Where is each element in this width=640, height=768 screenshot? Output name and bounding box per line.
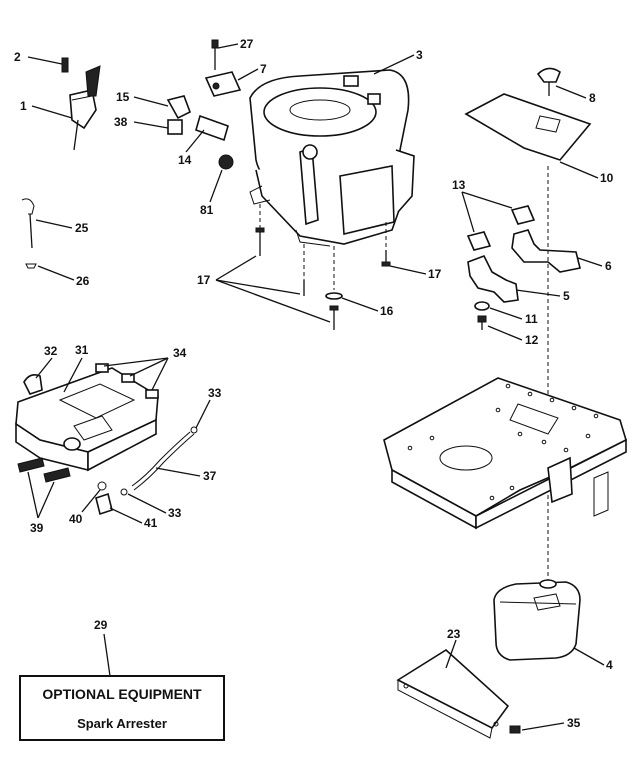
callout-11: 11 [525,312,538,326]
throttle-control-part [61,57,101,151]
optional-equipment-box [19,675,225,741]
fuel-elbow-part [166,95,234,170]
callout-33-bottom: 33 [168,506,182,520]
callout-34: 34 [173,346,187,360]
callout-6: 6 [605,259,612,273]
callout-10: 10 [600,171,614,185]
engine-part [249,69,415,247]
callout-37: 37 [203,469,217,483]
exhaust-pipes-part [466,205,581,330]
callout-31: 31 [75,343,89,357]
callout-38: 38 [114,115,128,129]
callout-35: 35 [567,716,581,730]
callout-13: 13 [452,178,466,192]
callout-16: 16 [380,304,394,318]
callout-29: 29 [94,618,108,632]
callout-41: 41 [144,516,158,530]
callout-7: 7 [260,62,267,76]
callout-17-left: 17 [197,273,211,287]
mounting-bolts-part [255,204,391,330]
muffler-part [493,579,581,661]
callout-27: 27 [240,37,254,51]
chassis-plate-part [383,377,627,530]
callout-25: 25 [75,221,89,235]
callout-33-top: 33 [208,386,222,400]
callout-8: 8 [589,91,596,105]
callout-4: 4 [606,658,613,672]
callout-17-right: 17 [428,267,442,281]
callout-32: 32 [44,344,58,358]
callout-39: 39 [30,521,44,535]
callout-14: 14 [178,153,192,167]
callout-23: 23 [447,627,461,641]
spark-arrester-plate-part [396,649,521,739]
cable-clip-part [21,198,37,269]
callout-3: 3 [416,48,423,62]
callout-40: 40 [69,512,83,526]
callout-5: 5 [563,289,570,303]
callout-12: 12 [525,333,539,347]
callout-15: 15 [116,90,130,104]
callout-2: 2 [14,50,21,64]
callout-81: 81 [200,203,214,217]
mount-bracket-part [204,39,242,97]
fuel-tank-part [15,363,198,516]
callout-26: 26 [76,274,90,288]
optional-equipment-title: OPTIONAL EQUIPMENT [42,686,202,702]
heat-shield-part [464,67,592,161]
callout-1: 1 [20,99,27,113]
spark-arrester-label: Spark Arrester [77,716,167,731]
